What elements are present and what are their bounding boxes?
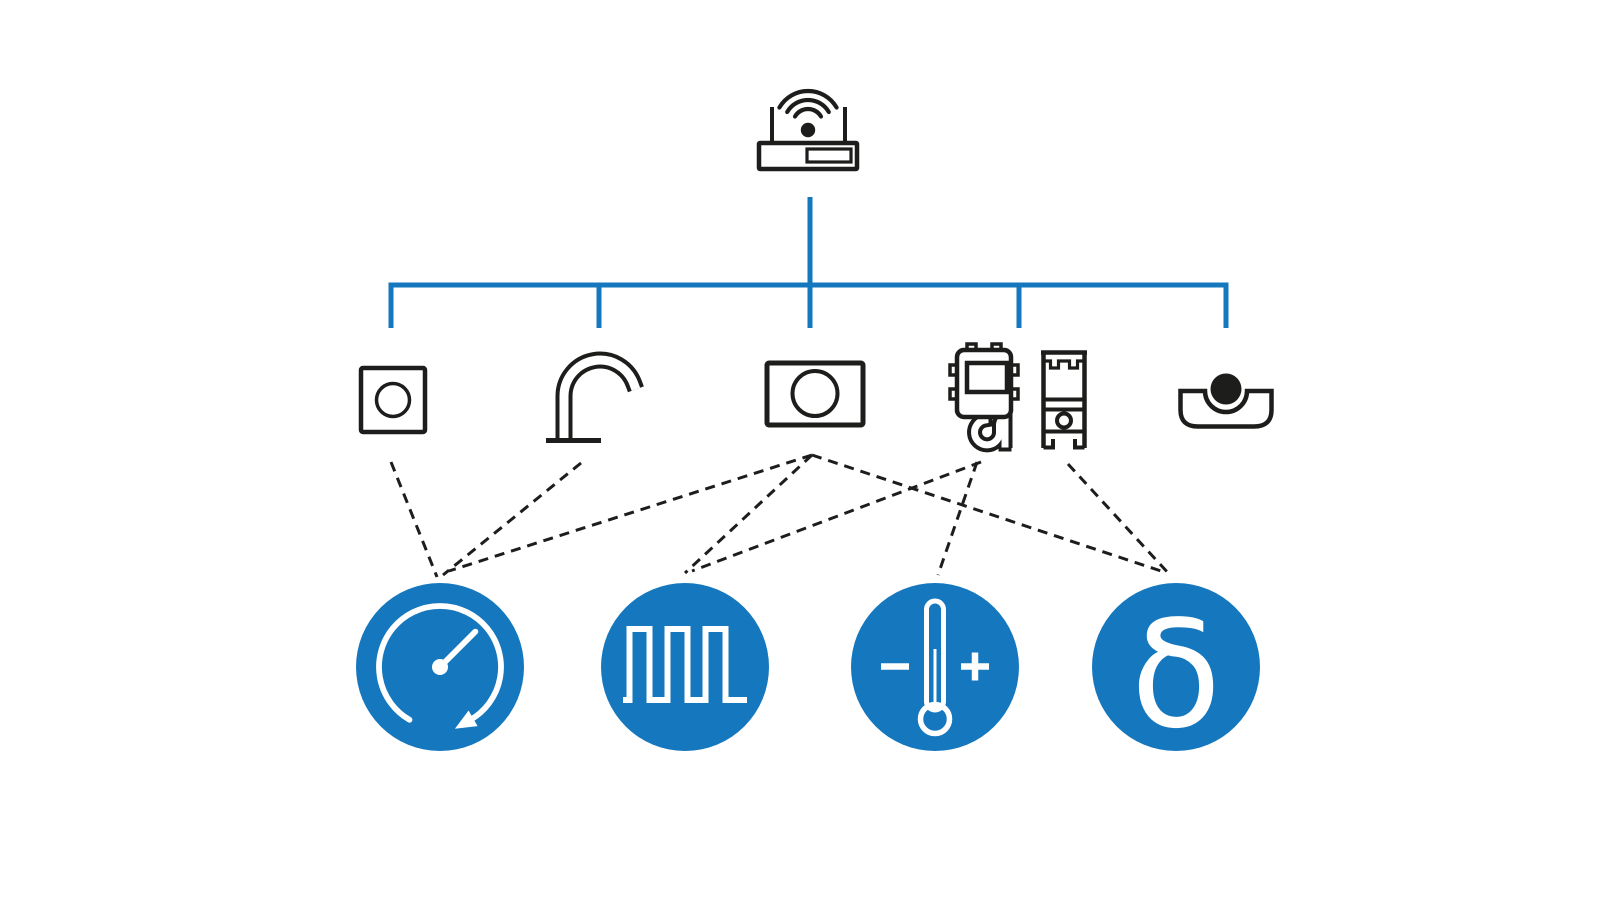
cistern-notch-profile-icon	[1043, 359, 1085, 370]
square-wave-icon	[623, 626, 747, 703]
cistern-valve-icon	[1055, 411, 1073, 430]
metric-disc	[1092, 583, 1260, 751]
gauge-arrowhead-icon	[454, 710, 478, 729]
unit-screen-icon	[964, 360, 1010, 395]
flush-plate-button-icon	[790, 369, 840, 418]
metric-pulse-intervals	[601, 583, 769, 751]
edge-wc-flush-plate-flow-gauge	[448, 453, 813, 573]
trap-pipe-inner-icon	[971, 414, 1009, 449]
wifi-arc-inner-icon	[792, 106, 824, 119]
device-actuator-plate	[358, 365, 428, 435]
faucet-tube-inner-icon	[559, 355, 641, 439]
washbasin-bowl-icon	[1178, 388, 1274, 429]
gauge-arc-icon	[376, 603, 504, 723]
actuator-plate-icon	[358, 365, 428, 435]
gauge-needle-icon	[437, 628, 479, 670]
edge-wc-flush-plate-pulse-intervals	[683, 453, 814, 575]
device-sensor-faucet	[546, 351, 644, 443]
wifi-arc-outer-icon	[777, 88, 839, 110]
delta-glyph: δ	[1131, 589, 1222, 761]
wifi-dot-icon	[800, 122, 816, 138]
edge-hygiene-flush-unit-temperature	[936, 461, 979, 576]
edge-wc-flush-plate-delta	[811, 453, 1165, 574]
metric-delta: δ	[1092, 583, 1260, 761]
edge-hygiene-flush-unit-pulse-intervals	[691, 460, 982, 573]
metric-temperature	[851, 583, 1019, 751]
edge-sensor-faucet-flow-gauge	[442, 461, 582, 577]
edge-concealed-cistern-delta	[1066, 462, 1172, 577]
device-hygiene-flush-unit	[948, 342, 1020, 453]
flush-plate-icon	[764, 360, 866, 428]
metric-flow-gauge	[356, 583, 524, 751]
gauge-hub-icon	[432, 659, 448, 675]
router-label-icon	[805, 147, 853, 164]
wifi-arc-middle-icon	[785, 97, 831, 115]
actuator-button-icon	[374, 381, 412, 419]
connector-lines	[388, 197, 1229, 578]
washbasin-drain-icon	[1210, 373, 1242, 405]
device-wc-flush-plate	[764, 360, 866, 428]
device-washbasin	[1178, 373, 1274, 429]
gateway-node	[756, 88, 860, 172]
cistern-left-foot-icon	[1043, 439, 1055, 450]
edge-actuator-plate-flow-gauge	[389, 461, 439, 578]
device-concealed-cistern	[1041, 350, 1087, 450]
cistern-right-foot-icon	[1073, 439, 1085, 450]
